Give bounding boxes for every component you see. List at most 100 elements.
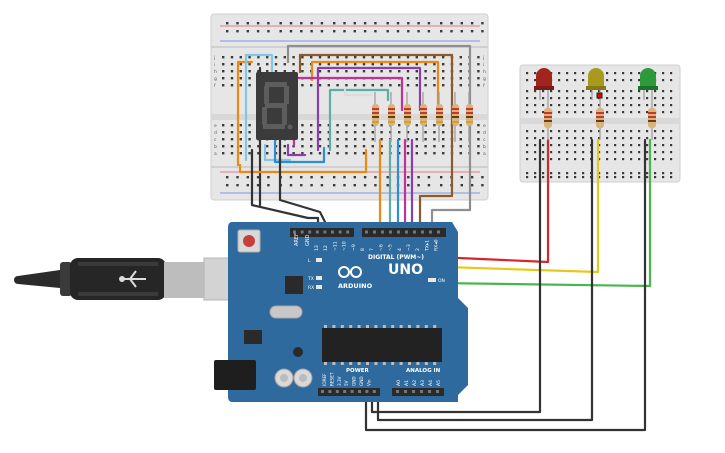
power-pin-label: Vin bbox=[366, 379, 371, 386]
resistor[interactable] bbox=[466, 92, 473, 142]
digital-pin-label: 7 bbox=[369, 248, 375, 251]
crystal bbox=[269, 305, 303, 319]
row-letter: a bbox=[214, 152, 217, 157]
digital-pin-label: 4 bbox=[397, 248, 403, 251]
power-pin-label: GND bbox=[352, 376, 357, 386]
analog-pin-label: A3 bbox=[420, 380, 426, 386]
l-led bbox=[316, 258, 322, 262]
resistor-array bbox=[372, 92, 473, 142]
power-header[interactable] bbox=[318, 388, 380, 396]
digital-header-label: DIGITAL (PWM~) bbox=[368, 254, 424, 261]
power-header-label: POWER bbox=[346, 368, 370, 374]
resistor[interactable] bbox=[404, 92, 411, 142]
digital-pin-label: RX◂0 bbox=[434, 239, 440, 251]
segments bbox=[262, 82, 293, 130]
wire-black-led3[interactable] bbox=[364, 138, 647, 432]
wire-brown-top[interactable] bbox=[298, 53, 454, 234]
row-letter: j bbox=[213, 55, 215, 61]
row-letter: e bbox=[483, 124, 486, 129]
digital-header-2[interactable] bbox=[362, 228, 446, 237]
breadboard-small-holes bbox=[526, 72, 673, 179]
green-led[interactable] bbox=[638, 68, 658, 100]
digital-pin-label: 12 bbox=[323, 245, 329, 251]
power-pin-label: IOREF bbox=[322, 373, 327, 386]
digital-pin-label: ~11 bbox=[332, 241, 338, 251]
usb-icon bbox=[119, 270, 146, 288]
power-pin-label: GND bbox=[359, 376, 364, 386]
row-letter: i bbox=[483, 62, 484, 68]
seven-segment-display[interactable] bbox=[256, 72, 298, 140]
row-letter: h bbox=[483, 69, 486, 75]
tx-led bbox=[316, 276, 322, 280]
row-letter: d bbox=[214, 130, 217, 136]
power-pin-label: RESET bbox=[329, 372, 334, 386]
wire-gray-top[interactable] bbox=[286, 44, 472, 234]
aref-label: AREF bbox=[294, 233, 300, 246]
row-letter: f bbox=[483, 83, 485, 89]
digital-pin-label: ~6 bbox=[378, 244, 384, 251]
wires bbox=[236, 44, 652, 432]
wire-blue-low[interactable] bbox=[273, 138, 326, 164]
power-pin-label: 3.3V bbox=[337, 376, 342, 386]
wire-lightblue-1[interactable] bbox=[244, 53, 274, 162]
chip-pins bbox=[324, 325, 437, 365]
digital-pin-label: 2 bbox=[415, 248, 421, 251]
digital-header-1[interactable] bbox=[290, 228, 354, 237]
row-letter: e bbox=[214, 124, 217, 129]
led-resistor-2[interactable] bbox=[596, 100, 604, 140]
row-letter: g bbox=[483, 77, 486, 82]
resistor[interactable] bbox=[372, 92, 379, 142]
wire-teal-top[interactable] bbox=[328, 88, 390, 152]
on-led bbox=[428, 278, 436, 282]
wire-black-led2[interactable] bbox=[376, 138, 594, 422]
fuse bbox=[293, 347, 303, 357]
analog-pin-label: A5 bbox=[436, 380, 442, 386]
resistor[interactable] bbox=[388, 92, 395, 142]
wire-lightblue-low[interactable] bbox=[263, 143, 292, 162]
analog-pin-label: A0 bbox=[396, 380, 402, 386]
digital-pin-label: 8 bbox=[360, 248, 366, 251]
brand-label: ARDUINO bbox=[338, 282, 373, 290]
rx-led bbox=[316, 285, 322, 289]
wire-black-led1[interactable] bbox=[370, 138, 542, 414]
red-led[interactable] bbox=[534, 68, 554, 100]
row-letter: g bbox=[214, 77, 217, 82]
row-letter: c bbox=[214, 138, 217, 143]
gnd-label: GND bbox=[305, 234, 311, 246]
wire-orange-top[interactable] bbox=[310, 60, 440, 112]
analog-pin-label: A1 bbox=[404, 380, 410, 386]
power-pin-label: 5V bbox=[344, 380, 349, 386]
row-letter: h bbox=[214, 69, 217, 75]
row-letter: j bbox=[482, 55, 484, 61]
wire-purple-top[interactable] bbox=[316, 66, 422, 152]
analog-pin-label: A2 bbox=[412, 380, 418, 386]
row-letter: i bbox=[214, 62, 215, 68]
led-resistor-3[interactable] bbox=[648, 100, 656, 140]
digital-pin-label: ~9 bbox=[351, 244, 357, 251]
row-letter: c bbox=[483, 138, 486, 143]
wire-white-top[interactable] bbox=[343, 88, 374, 97]
row-letter: a bbox=[483, 152, 486, 157]
wire-purple-low[interactable] bbox=[286, 143, 307, 157]
power-jack[interactable] bbox=[214, 360, 256, 390]
digital-pin-label: ~5 bbox=[388, 244, 394, 251]
led-resistor-1[interactable] bbox=[544, 100, 552, 140]
l-label: L bbox=[308, 258, 311, 264]
resistor[interactable] bbox=[420, 92, 427, 142]
resistor[interactable] bbox=[436, 92, 443, 142]
resistor[interactable] bbox=[452, 92, 459, 142]
wire-orange-low[interactable] bbox=[238, 148, 368, 174]
digital-pin-label: 13 bbox=[314, 245, 320, 251]
analog-header[interactable] bbox=[392, 388, 444, 396]
reset-button-cap[interactable] bbox=[243, 235, 255, 247]
digital-pin-label: ~3 bbox=[406, 244, 412, 251]
arduino-logo-icon bbox=[338, 266, 362, 278]
row-letter: b bbox=[214, 144, 217, 150]
atmega-chip bbox=[322, 328, 442, 362]
wire-orange-1[interactable] bbox=[236, 60, 254, 167]
